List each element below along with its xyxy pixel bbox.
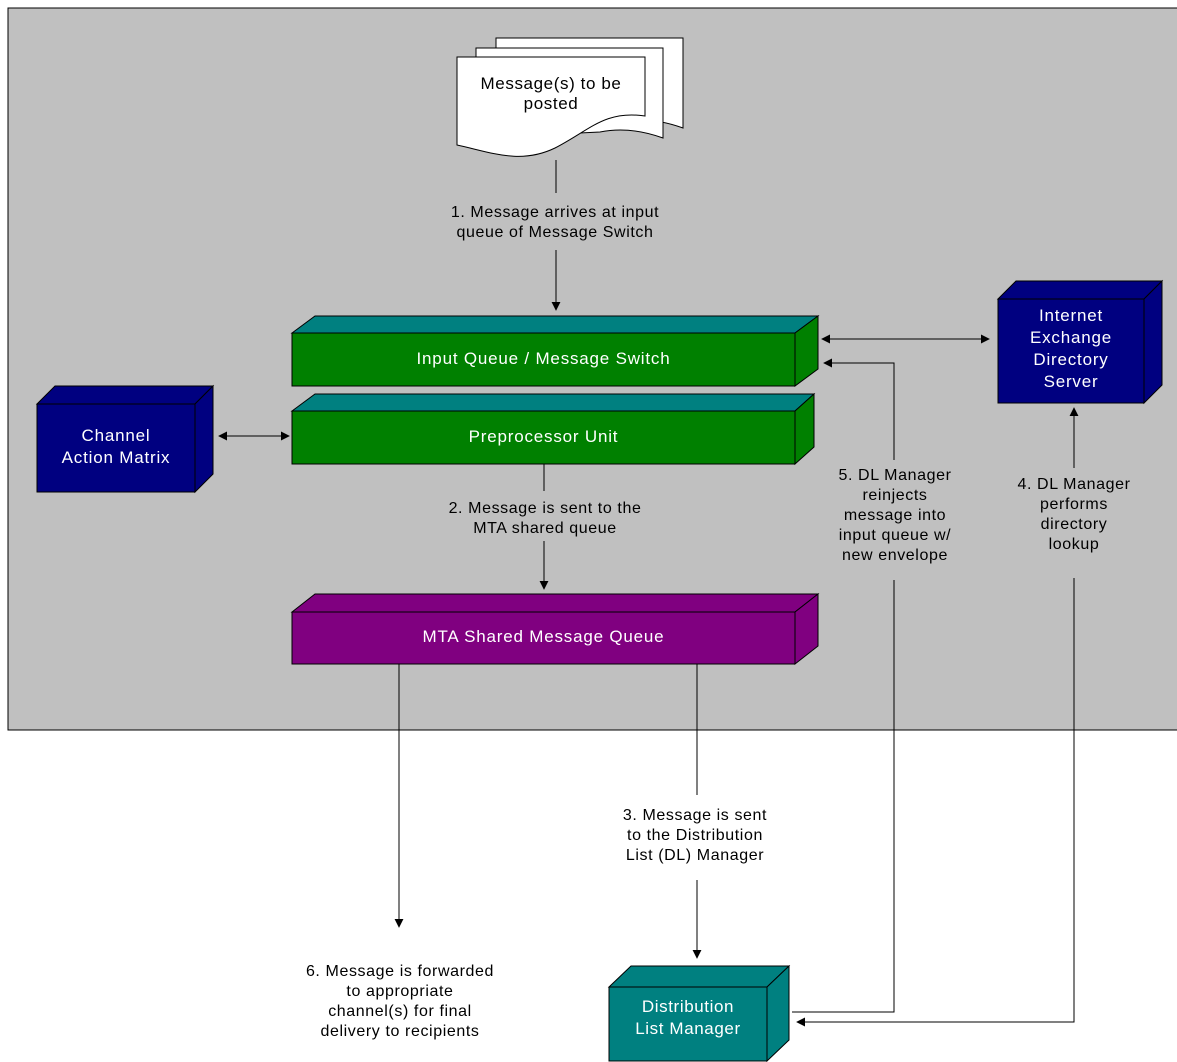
step1-label: 1. Message arrives at input queue of Mes… bbox=[400, 203, 710, 243]
step3-line2: to the Distribution bbox=[627, 827, 763, 844]
channel-matrix-box bbox=[35, 384, 215, 494]
step6-line2: to appropriate bbox=[346, 983, 454, 1000]
step1-line1: 1. Message arrives at input bbox=[450, 204, 660, 221]
step3-line3: List (DL) Manager bbox=[625, 847, 765, 864]
arrow-dl-reinject bbox=[792, 580, 895, 1013]
channel-matrix-line2: Action Matrix bbox=[61, 448, 171, 467]
step5-line5: new envelope bbox=[842, 547, 948, 564]
step4-line1: 4. DL Manager bbox=[1017, 476, 1131, 493]
dl-manager-line1: Distribution bbox=[641, 997, 735, 1016]
step2-line2: MTA shared queue bbox=[473, 520, 617, 537]
step6-line4: delivery to recipients bbox=[320, 1023, 480, 1040]
step5-line4: input queue w/ bbox=[838, 527, 952, 544]
step4-line2: performs bbox=[1040, 496, 1108, 513]
step4-line3: directory bbox=[1040, 516, 1108, 533]
document-label-line2: posted bbox=[523, 94, 579, 113]
step2-line1: 2. Message is sent to the bbox=[448, 500, 642, 517]
preprocessor-label: Preprocessor Unit bbox=[468, 427, 619, 446]
step2-label: 2. Message is sent to the MTA shared que… bbox=[390, 499, 700, 539]
message-document bbox=[456, 37, 684, 157]
directory-server-line2: Exchange bbox=[1029, 328, 1112, 347]
dl-manager-label: Distribution List Manager bbox=[609, 996, 767, 1040]
channel-matrix-label: Channel Action Matrix bbox=[37, 425, 195, 469]
step6-line1: 6. Message is forwarded bbox=[305, 963, 495, 980]
step3-label: 3. Message is sent to the Distribution L… bbox=[590, 806, 800, 866]
directory-server-label: Internet Exchange Directory Server bbox=[998, 305, 1144, 393]
dl-manager-line2: List Manager bbox=[635, 1019, 741, 1038]
channel-matrix-line1: Channel bbox=[81, 426, 151, 445]
directory-server-line1: Internet bbox=[1038, 306, 1104, 325]
directory-server-line3: Directory bbox=[1033, 350, 1109, 369]
document-label: Message(s) to be posted bbox=[457, 74, 645, 114]
document-label-line1: Message(s) to be bbox=[480, 74, 622, 93]
step5-label: 5. DL Manager reinjects message into inp… bbox=[815, 466, 975, 566]
arrow-directory-lookup bbox=[796, 578, 1075, 1027]
step6-line3: channel(s) for final bbox=[328, 1003, 472, 1020]
input-queue-box bbox=[290, 315, 820, 387]
directory-server-box bbox=[996, 279, 1164, 405]
arrow-dl-reinject-top bbox=[823, 358, 895, 460]
input-queue-label: Input Queue / Message Switch bbox=[416, 349, 671, 368]
directory-server-line4: Server bbox=[1043, 372, 1099, 391]
step5-line2: reinjects bbox=[862, 487, 928, 504]
step6-label: 6. Message is forwarded to appropriate c… bbox=[255, 962, 545, 1042]
mta-queue-label: MTA Shared Message Queue bbox=[422, 627, 665, 646]
preprocessor-box bbox=[290, 392, 816, 466]
mta-queue-box bbox=[290, 592, 820, 666]
step5-line3: message into bbox=[843, 507, 947, 524]
step5-line1: 5. DL Manager bbox=[838, 467, 952, 484]
step4-label: 4. DL Manager performs directory lookup bbox=[1000, 475, 1148, 555]
dl-manager-box bbox=[607, 964, 791, 1062]
step3-line1: 3. Message is sent bbox=[622, 807, 768, 824]
step4-line4: lookup bbox=[1048, 536, 1100, 553]
step1-line2: queue of Message Switch bbox=[456, 224, 654, 241]
